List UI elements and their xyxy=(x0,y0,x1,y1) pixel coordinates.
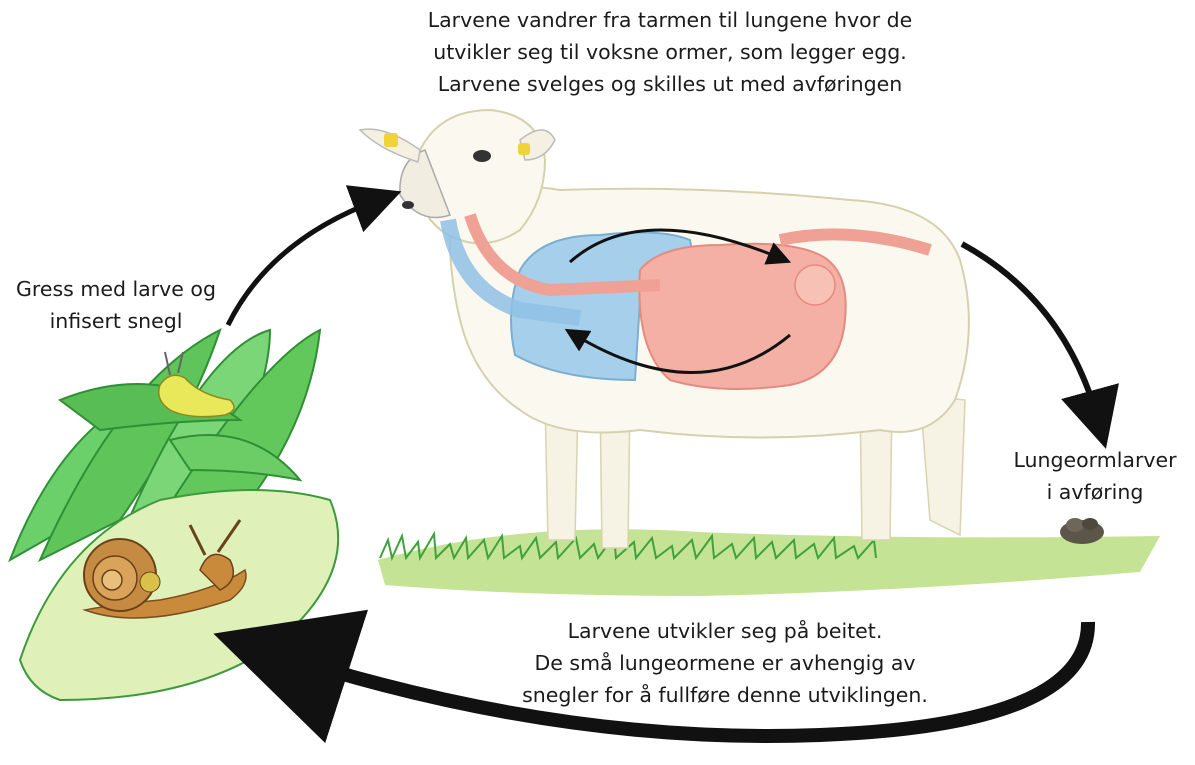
caption-left-line: Gress med larve og xyxy=(0,273,232,305)
caption-left: Gress med larve og infisert snegl xyxy=(0,273,232,337)
pasture xyxy=(378,529,1160,596)
caption-bottom-line: De små lungeormene er avhengig av xyxy=(440,647,1010,679)
arrow-grass-to-sheep xyxy=(228,200,378,325)
caption-bottom: Larvene utvikler seg på beitet. De små l… xyxy=(440,615,1010,711)
caption-top-line: Larvene vandrer fra tarmen til lungene h… xyxy=(330,4,1010,36)
caption-top: Larvene vandrer fra tarmen til lungene h… xyxy=(330,4,1010,100)
arrow-sheep-to-droppings xyxy=(962,244,1098,420)
caption-left-line: infisert snegl xyxy=(0,305,232,337)
caption-top-line: utvikler seg til voksne ormer, som legge… xyxy=(330,36,1010,68)
caption-top-line: Larvene svelges og skilles ut med avføri… xyxy=(330,68,1010,100)
caption-right: Lungeormlarver i avføring xyxy=(1000,444,1190,508)
droppings xyxy=(1060,518,1104,544)
caption-bottom-line: Larvene utvikler seg på beitet. xyxy=(440,615,1010,647)
caption-right-line: Lungeormlarver xyxy=(1000,444,1190,476)
caption-right-line: i avføring xyxy=(1000,476,1190,508)
caption-bottom-line: snegler for å fullføre denne utviklingen… xyxy=(440,679,1010,711)
